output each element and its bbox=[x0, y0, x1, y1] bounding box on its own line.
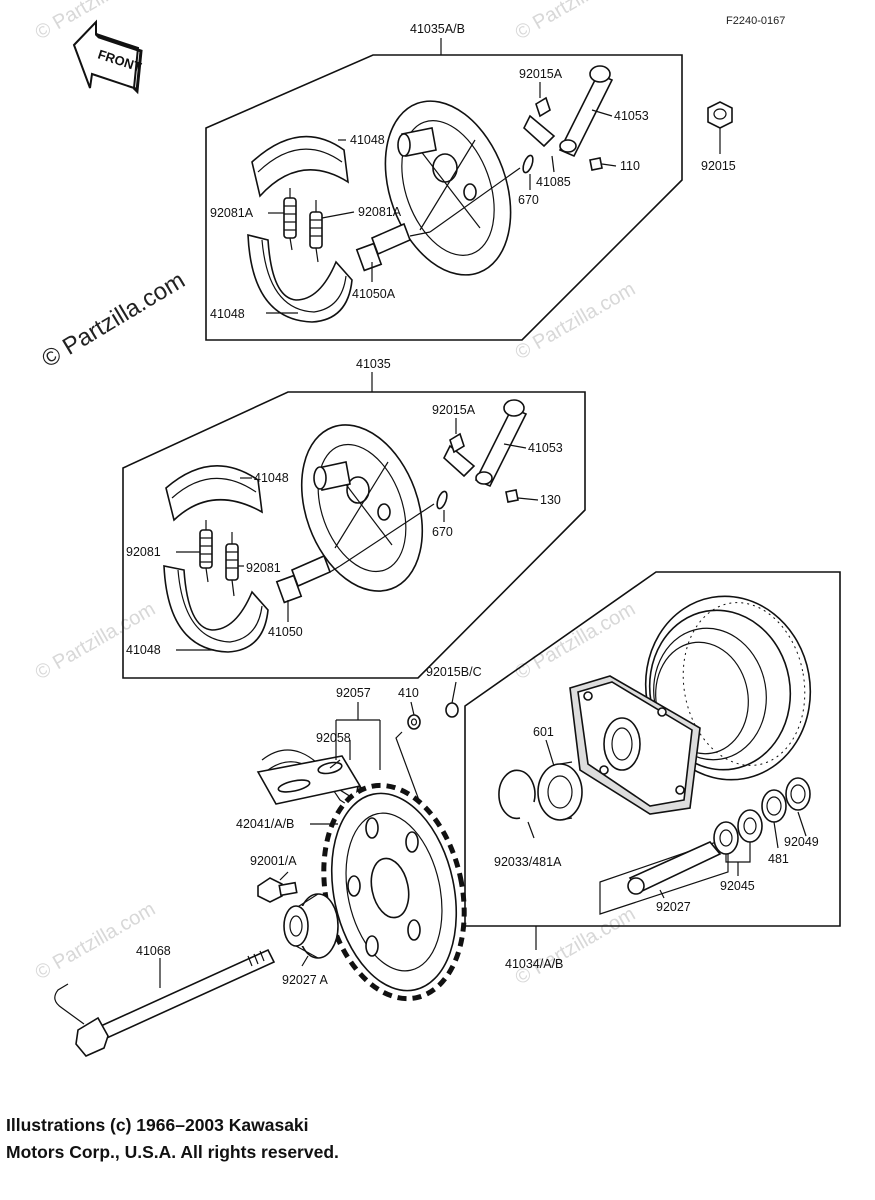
hub-assembly-frame bbox=[464, 571, 841, 927]
watermark-main: © Partzilla.com bbox=[37, 267, 190, 373]
label-92015a: 92015A bbox=[519, 67, 563, 81]
brake-panel-b bbox=[300, 424, 424, 592]
drive-assembly: 92057 410 92015B/C 92058 42041/A/B 92001… bbox=[54, 665, 482, 1057]
label-670: 670 bbox=[432, 525, 453, 539]
watermark: © Partzilla.com bbox=[32, 898, 160, 984]
brake-cam-b bbox=[275, 554, 332, 604]
watermark: © Partzilla.com bbox=[512, 903, 640, 989]
assembly-b-frame bbox=[122, 391, 586, 679]
spring-icon bbox=[199, 520, 213, 583]
label-41048: 41048 bbox=[254, 471, 289, 485]
leader-lines-drive bbox=[159, 759, 341, 988]
nut-92015bc bbox=[445, 702, 459, 718]
spring-icon bbox=[225, 532, 239, 597]
spring-icon bbox=[309, 200, 323, 263]
label-92001a: 92001/A bbox=[250, 854, 297, 868]
watermark: © Partzilla.com bbox=[512, 278, 640, 364]
label-41050: 41050 bbox=[268, 625, 303, 639]
label-92081: 92081 bbox=[246, 561, 281, 575]
label-41048: 41048 bbox=[126, 643, 161, 657]
seal-92049 bbox=[785, 777, 811, 811]
brake-lever-b bbox=[436, 399, 528, 510]
label-41034ab: 41034/A/B bbox=[505, 957, 563, 971]
assembly-a-frame bbox=[205, 54, 683, 341]
bolt-92001 bbox=[257, 877, 298, 903]
label-42041ab: 42041/A/B bbox=[236, 817, 294, 831]
leader-lines-b bbox=[176, 418, 539, 651]
label-41050a: 41050A bbox=[352, 287, 396, 301]
label-481: 481 bbox=[768, 852, 789, 866]
seal-481 bbox=[761, 789, 787, 823]
bearing-601 bbox=[537, 761, 583, 821]
label-410: 410 bbox=[398, 686, 419, 700]
label-41048: 41048 bbox=[210, 307, 245, 321]
leader-lines-hub bbox=[527, 739, 807, 899]
label-92049: 92049 bbox=[784, 835, 819, 849]
bearing-92045 bbox=[737, 809, 763, 843]
rear-sprocket bbox=[321, 782, 467, 1002]
brake-panel-assembly-a: 41035A/B bbox=[205, 22, 683, 341]
label-670: 670 bbox=[518, 193, 539, 207]
copyright-notice: Illustrations (c) 1966–2003 Kawasaki Mot… bbox=[6, 1112, 339, 1166]
label-92081a: 92081A bbox=[210, 206, 254, 220]
label-92081a: 92081A bbox=[358, 205, 402, 219]
spacer-tube-92027 bbox=[599, 837, 729, 915]
label-130: 130 bbox=[540, 493, 561, 507]
leader-lines-a bbox=[266, 82, 617, 314]
copyright-line-2: Motors Corp., U.S.A. All rights reserved… bbox=[6, 1142, 339, 1162]
rear-hub-assembly: 41034/A/B bbox=[464, 571, 841, 971]
label-601: 601 bbox=[533, 725, 554, 739]
spring-icon bbox=[283, 188, 297, 251]
brake-shoe-b-upper bbox=[165, 464, 263, 522]
master-link-92058 bbox=[256, 755, 362, 805]
label-92057: 92057 bbox=[336, 686, 371, 700]
brake-cam-a bbox=[355, 222, 412, 272]
brake-shoe-b-lower bbox=[163, 565, 269, 653]
brake-lever-a bbox=[522, 65, 614, 174]
watermark: © Partzilla.com bbox=[512, 0, 640, 44]
copyright-line-1: Illustrations (c) 1966–2003 Kawasaki bbox=[6, 1115, 309, 1135]
label-92027: 92027 bbox=[656, 900, 691, 914]
circlip-92033 bbox=[498, 769, 536, 820]
label-41053: 41053 bbox=[528, 441, 563, 455]
brake-shoe-a-upper bbox=[251, 135, 350, 198]
label-41085: 41085 bbox=[536, 175, 571, 189]
label-92045: 92045 bbox=[720, 879, 755, 893]
front-arrow-icon: FRONT bbox=[72, 19, 143, 95]
reference-number: F2240-0167 bbox=[726, 15, 785, 27]
bearing-92045 bbox=[713, 821, 739, 855]
brake-panel-assembly-b: 41035 bbox=[122, 357, 586, 679]
label-92033-481a: 92033/481A bbox=[494, 855, 562, 869]
washer-410 bbox=[407, 714, 421, 730]
brake-shoe-a-lower bbox=[247, 233, 353, 323]
label-41068: 41068 bbox=[136, 944, 171, 958]
wheel-hub-body bbox=[569, 675, 701, 815]
label-92027a: 92027 A bbox=[282, 973, 329, 987]
watermark: © Partzilla.com bbox=[512, 598, 640, 684]
brake-panel-a bbox=[384, 100, 512, 276]
sprocket-coupling-92027a bbox=[283, 893, 339, 959]
label-41053: 41053 bbox=[614, 109, 649, 123]
nut-92015: 92015 bbox=[701, 101, 736, 173]
label-110: 110 bbox=[620, 159, 640, 173]
label-92058: 92058 bbox=[316, 731, 351, 745]
label-92015a: 92015A bbox=[432, 403, 476, 417]
label-41035: 41035 bbox=[356, 357, 391, 371]
rear-axle-41068 bbox=[54, 948, 276, 1057]
label-41035ab: 41035A/B bbox=[410, 22, 465, 36]
label-41048: 41048 bbox=[350, 133, 385, 147]
label-92015bc: 92015B/C bbox=[426, 665, 482, 679]
watermark: © Partzilla.com bbox=[32, 598, 160, 684]
label-92081: 92081 bbox=[126, 545, 161, 559]
label-92015: 92015 bbox=[701, 159, 736, 173]
